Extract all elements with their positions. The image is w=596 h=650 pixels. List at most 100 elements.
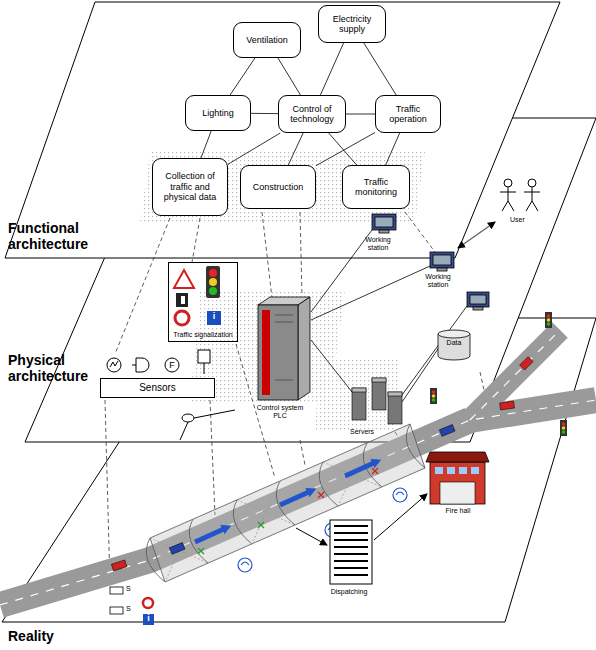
signal-symbols xyxy=(209,287,217,295)
projection-lines xyxy=(105,212,488,584)
network-lines xyxy=(311,266,430,320)
fire-hall-building xyxy=(435,467,443,474)
airflow-arrows xyxy=(195,528,226,542)
tunnel-mesh xyxy=(319,462,338,506)
road xyxy=(470,330,560,420)
label: F xyxy=(165,360,179,370)
dispatch-arrows xyxy=(296,528,327,545)
camera xyxy=(110,607,123,614)
node-text: Lighting xyxy=(202,108,234,118)
servers xyxy=(352,388,366,420)
working-station xyxy=(467,292,489,307)
user-figures xyxy=(504,179,512,187)
node-text: Ventilation xyxy=(246,35,288,45)
working-station xyxy=(470,295,486,304)
label: Working station xyxy=(418,273,458,289)
sensor-symbols xyxy=(165,358,179,372)
connector-line xyxy=(364,43,396,95)
sensor-symbols xyxy=(107,358,121,372)
signal-symbols xyxy=(209,269,217,277)
servers xyxy=(372,378,386,382)
signal-symbols xyxy=(209,278,217,286)
node-text: Collection of traffic and physical data xyxy=(155,171,225,202)
fan-symbol xyxy=(396,492,404,495)
tunnel-mesh xyxy=(146,424,425,582)
layer-planes xyxy=(2,2,596,622)
traffic-light xyxy=(560,420,567,436)
network-lines xyxy=(311,230,372,312)
servers xyxy=(388,392,402,424)
projection-lines xyxy=(105,400,110,584)
layer-title: Physical architecture xyxy=(8,352,103,384)
label: i xyxy=(143,613,154,623)
user-figures xyxy=(524,187,540,211)
label: Data xyxy=(438,339,470,347)
function-box: Control of technology xyxy=(278,95,346,133)
road xyxy=(0,400,596,605)
data-cylinder xyxy=(438,330,470,360)
road xyxy=(0,420,470,605)
dispatching-building xyxy=(334,526,368,575)
traffic-light xyxy=(432,390,436,394)
user-figures xyxy=(500,187,516,211)
layer-planes xyxy=(5,2,560,258)
node-text: Construction xyxy=(253,182,304,192)
user-figures xyxy=(528,179,536,187)
servers xyxy=(372,378,386,410)
tunnel-mesh xyxy=(150,424,425,582)
traffic-light xyxy=(430,312,567,436)
working-station xyxy=(437,268,447,271)
tunnel-mesh xyxy=(406,424,425,468)
servers xyxy=(352,378,402,424)
tunnel-mesh xyxy=(146,538,165,582)
signal-symbols xyxy=(206,266,220,298)
road-signs xyxy=(143,598,154,625)
user-figures xyxy=(458,222,495,248)
user-figures xyxy=(458,179,540,248)
traffic-light xyxy=(562,430,566,434)
fire-hall-building xyxy=(426,452,489,504)
sensor-symbols xyxy=(194,410,235,418)
connector-line xyxy=(278,58,301,95)
fire-hall-building xyxy=(426,452,489,462)
layer-title: Reality xyxy=(8,628,54,644)
cars xyxy=(520,357,533,370)
signal-symbols xyxy=(176,293,188,307)
traffic-light xyxy=(547,322,551,326)
dispatch-arrows xyxy=(374,494,427,540)
working-station xyxy=(379,230,389,233)
projection-lines xyxy=(115,218,170,354)
working-station xyxy=(372,214,489,310)
working-station xyxy=(375,217,393,227)
connector-line xyxy=(320,43,343,95)
connector-line xyxy=(316,133,375,166)
camera xyxy=(110,587,123,594)
function-box: Traffic operation xyxy=(375,95,441,133)
projection-lines xyxy=(300,212,302,296)
signal-symbols xyxy=(207,311,221,325)
camera xyxy=(110,587,123,614)
cars xyxy=(500,401,515,410)
airflow-arrows xyxy=(345,462,376,476)
airflow-arrows xyxy=(280,491,311,505)
label: i xyxy=(207,311,221,321)
sensor-symbols xyxy=(136,358,149,372)
function-box: Electricity supply xyxy=(318,5,386,43)
label: Control system PLC xyxy=(250,404,310,420)
projection-lines xyxy=(262,212,272,298)
node-text: Sensors xyxy=(139,382,176,394)
working-station xyxy=(372,214,396,230)
stipple-shading xyxy=(315,360,400,430)
dispatching-building xyxy=(330,520,372,584)
node-text: Control of technology xyxy=(281,104,343,125)
cars xyxy=(169,543,185,555)
sensor-symbols xyxy=(182,414,194,422)
connector-line xyxy=(201,131,211,158)
servers xyxy=(388,392,402,396)
signalization-box: Traffic signalization xyxy=(168,262,238,342)
sensor-symbols xyxy=(198,350,210,363)
projection-lines xyxy=(210,400,215,515)
label: Dispatching xyxy=(318,588,380,596)
fan-symbol xyxy=(238,488,407,572)
